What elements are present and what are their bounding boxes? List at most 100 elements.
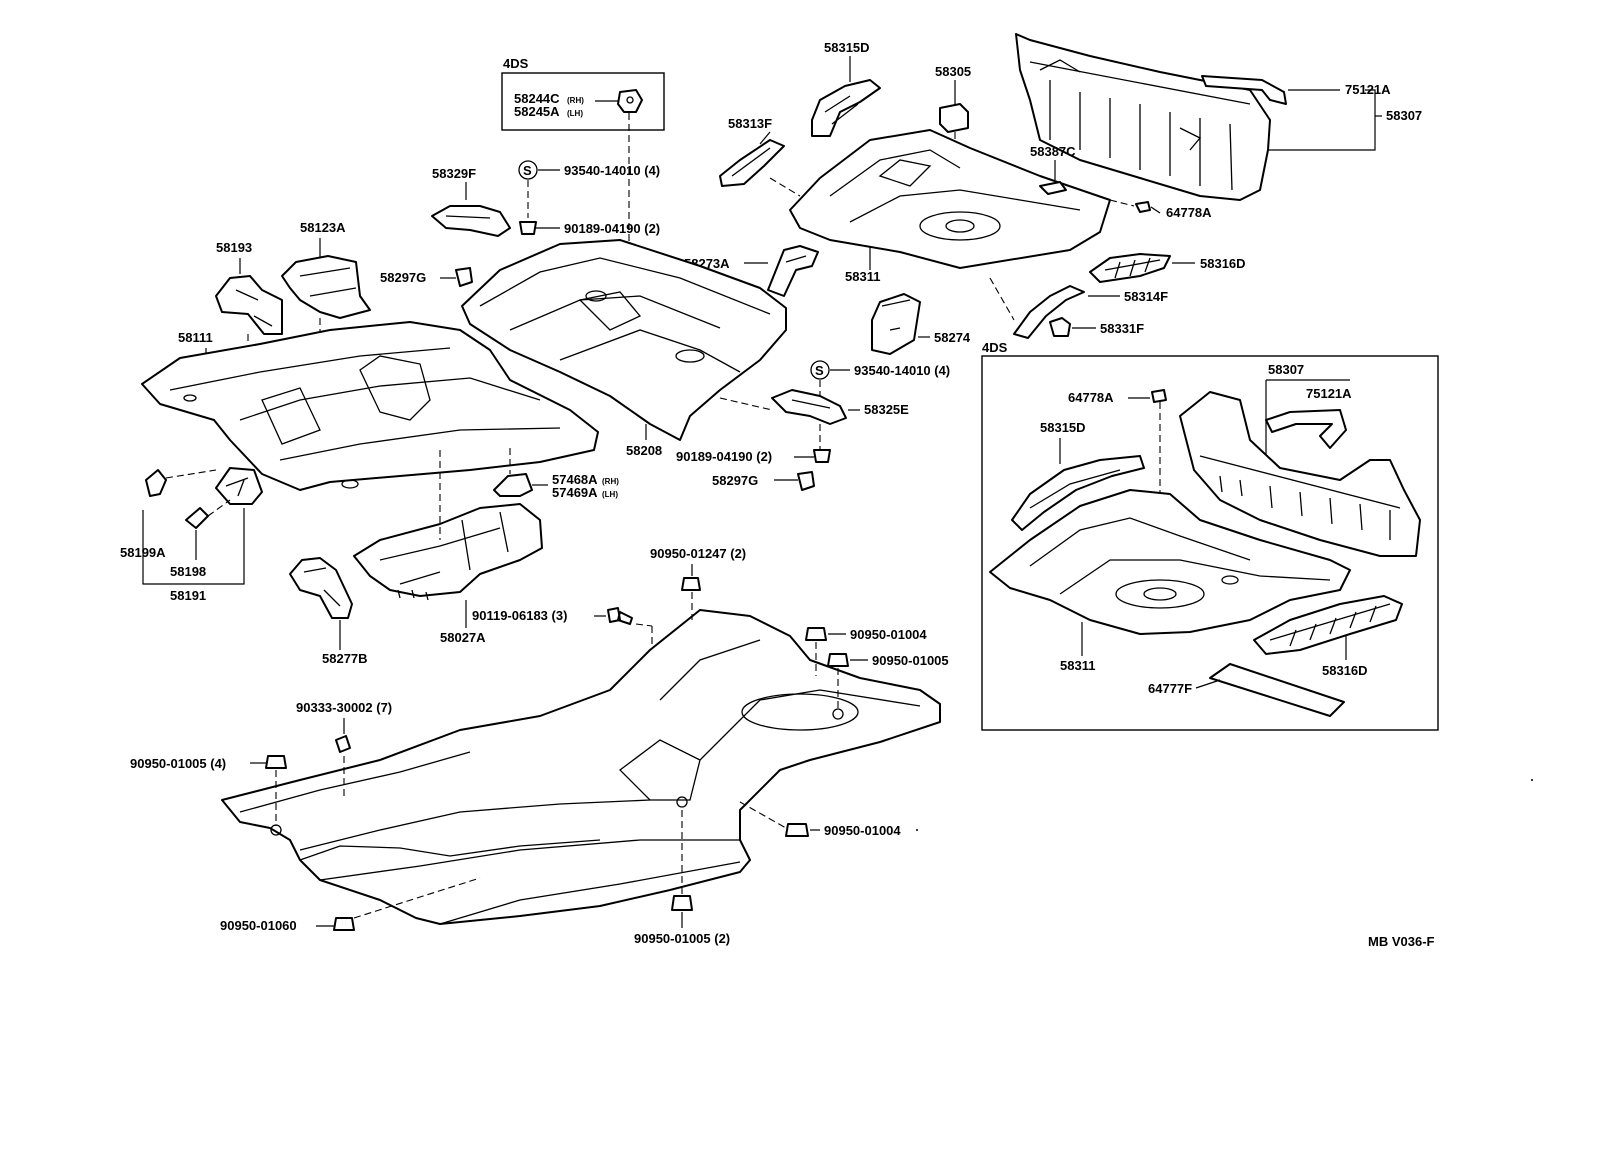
clip-58297g-top-drawing [455, 267, 473, 287]
plug-90950-01005-a-drawing [827, 653, 849, 667]
plug-90950-01005-4-drawing [265, 755, 287, 769]
label-58297g-mid[interactable]: 58297G [712, 473, 758, 488]
label-58329f[interactable]: 58329F [432, 166, 476, 181]
plug-90950-01005-2-drawing [671, 895, 693, 911]
label-58274[interactable]: 58274 [934, 330, 971, 345]
label-58123a[interactable]: 58123A [300, 220, 346, 235]
floor-assembly-drawing [221, 609, 941, 925]
box-58305-drawing [939, 103, 969, 133]
rear-panel-58307-inset-drawing [1179, 391, 1421, 557]
bracket-58325e-drawing [771, 389, 847, 425]
label-93540-top[interactable]: 93540-14010 (4) [564, 163, 660, 178]
label-58208[interactable]: 58208 [626, 443, 662, 458]
label-90950-01005-2[interactable]: 90950-01005 (2) [634, 931, 730, 946]
label-90950-01005-4[interactable]: 90950-01005 (4) [130, 756, 226, 771]
label-93540-mid[interactable]: 93540-14010 (4) [854, 363, 950, 378]
bracket-58316d-inset-drawing [1253, 595, 1403, 655]
label-58311-inset[interactable]: 58311 [1060, 658, 1095, 673]
bracket-58274-drawing [871, 293, 921, 355]
label-58198[interactable]: 58198 [170, 564, 206, 579]
rear-panel-58307-drawing [1015, 33, 1271, 201]
label-58314f[interactable]: 58314F [1124, 289, 1168, 304]
label-58316d-inset[interactable]: 58316D [1322, 663, 1368, 678]
bracket-57468a-drawing [493, 473, 533, 497]
rear-floor-pan-58311-inset-drawing [989, 489, 1351, 635]
label-58191[interactable]: 58191 [170, 588, 206, 603]
bolt-90119-drawing [607, 607, 633, 625]
label-57469a[interactable]: 57469A [552, 485, 598, 500]
mount-58191-drawing [215, 467, 263, 505]
s-symbol-top-text: S [523, 163, 532, 178]
label-58325e[interactable]: 58325E [864, 402, 909, 417]
diagram-code: MB V036-F [1368, 934, 1435, 949]
label-57468a-side: (RH) [602, 477, 619, 486]
label-58313f[interactable]: 58313F [728, 116, 772, 131]
label-58199a[interactable]: 58199A [120, 545, 166, 560]
bracket-58273a-drawing [767, 245, 819, 297]
bracket-58315d-inset-drawing [1011, 455, 1145, 531]
label-90950-01060[interactable]: 90950-01060 [220, 918, 297, 933]
label-58244c[interactable]: 58244C [514, 91, 560, 106]
bracket-58315d-drawing [811, 79, 881, 137]
label-90950-01005-a[interactable]: 90950-01005 [872, 653, 949, 668]
bushing-58199a-drawing [145, 469, 167, 497]
s-symbol-mid [810, 360, 830, 380]
label-58245a-side: (LH) [567, 109, 583, 118]
clip-58331f-drawing [1049, 317, 1071, 337]
plug-90950-01004-a-drawing [805, 627, 827, 641]
label-64777f[interactable]: 64777F [1148, 681, 1192, 696]
pad-64778a-top-drawing [1135, 201, 1151, 213]
bracket-58123a-drawing [281, 255, 371, 319]
label-90950-01004-b[interactable]: 90950-01004 [824, 823, 901, 838]
label-75121a-inset[interactable]: 75121A [1306, 386, 1352, 401]
bracket-58314f-drawing [1013, 285, 1085, 339]
variant-box-header: 4DS [503, 56, 529, 71]
bolt-90189-top-drawing [519, 221, 537, 235]
bracket-58277b-drawing [289, 557, 353, 619]
label-58315d-top[interactable]: 58315D [824, 40, 870, 55]
label-90189-top[interactable]: 90189-04190 (2) [564, 221, 660, 236]
label-58245a[interactable]: 58245A [514, 104, 560, 119]
label-57469a-side: (LH) [602, 490, 618, 499]
label-58111[interactable]: 58111 [178, 330, 213, 345]
label-58297g-top[interactable]: 58297G [380, 270, 426, 285]
rear-floor-pan-58311-drawing [789, 129, 1111, 269]
label-58316d-top[interactable]: 58316D [1200, 256, 1246, 271]
pad-64778a-inset-drawing [1151, 389, 1167, 403]
plug-90950-01060-drawing [333, 917, 355, 931]
variant-box-frame [501, 72, 665, 131]
front-floor-pan-58111-drawing [141, 321, 599, 491]
label-64778a-inset[interactable]: 64778A [1068, 390, 1114, 405]
label-90119[interactable]: 90119-06183 (3) [472, 608, 567, 623]
label-58307-top[interactable]: 58307 [1386, 108, 1422, 123]
strap-75121a-top-drawing [1201, 75, 1287, 105]
label-58305[interactable]: 58305 [935, 64, 971, 79]
label-58193[interactable]: 58193 [216, 240, 252, 255]
label-58027a[interactable]: 58027A [440, 630, 486, 645]
bracket-58244c-drawing [617, 89, 643, 113]
label-58315d-inset[interactable]: 58315D [1040, 420, 1086, 435]
seal-90333-drawing [335, 735, 351, 753]
label-57468a[interactable]: 57468A [552, 472, 598, 487]
label-58387c[interactable]: 58387C [1030, 144, 1076, 159]
label-58307-inset[interactable]: 58307 [1268, 362, 1304, 377]
s-symbol-top [518, 160, 538, 180]
label-90189-mid[interactable]: 90189-04190 (2) [676, 449, 772, 464]
center-floor-pan-58208-drawing [461, 239, 787, 441]
label-90950-01247[interactable]: 90950-01247 (2) [650, 546, 746, 561]
label-58277b[interactable]: 58277B [322, 651, 368, 666]
label-58331f[interactable]: 58331F [1100, 321, 1144, 336]
inset-box-frame [981, 355, 1439, 731]
s-symbol-mid-text: S [815, 363, 824, 378]
plug-90950-01247-drawing [681, 577, 701, 591]
label-90950-01004-a[interactable]: 90950-01004 [850, 627, 927, 642]
label-64778a-top[interactable]: 64778A [1166, 205, 1212, 220]
sheet-64777f-drawing [1209, 663, 1345, 717]
strap-75121a-inset-drawing [1265, 409, 1347, 449]
label-58311-top[interactable]: 58311 [845, 269, 880, 284]
bracket-58313f-drawing [719, 139, 785, 187]
bolt-90189-mid-drawing [813, 449, 831, 463]
plug-90950-01004-b-drawing [785, 823, 809, 837]
clip-58297g-mid-drawing [797, 471, 815, 491]
label-90333[interactable]: 90333-30002 (7) [296, 700, 392, 715]
